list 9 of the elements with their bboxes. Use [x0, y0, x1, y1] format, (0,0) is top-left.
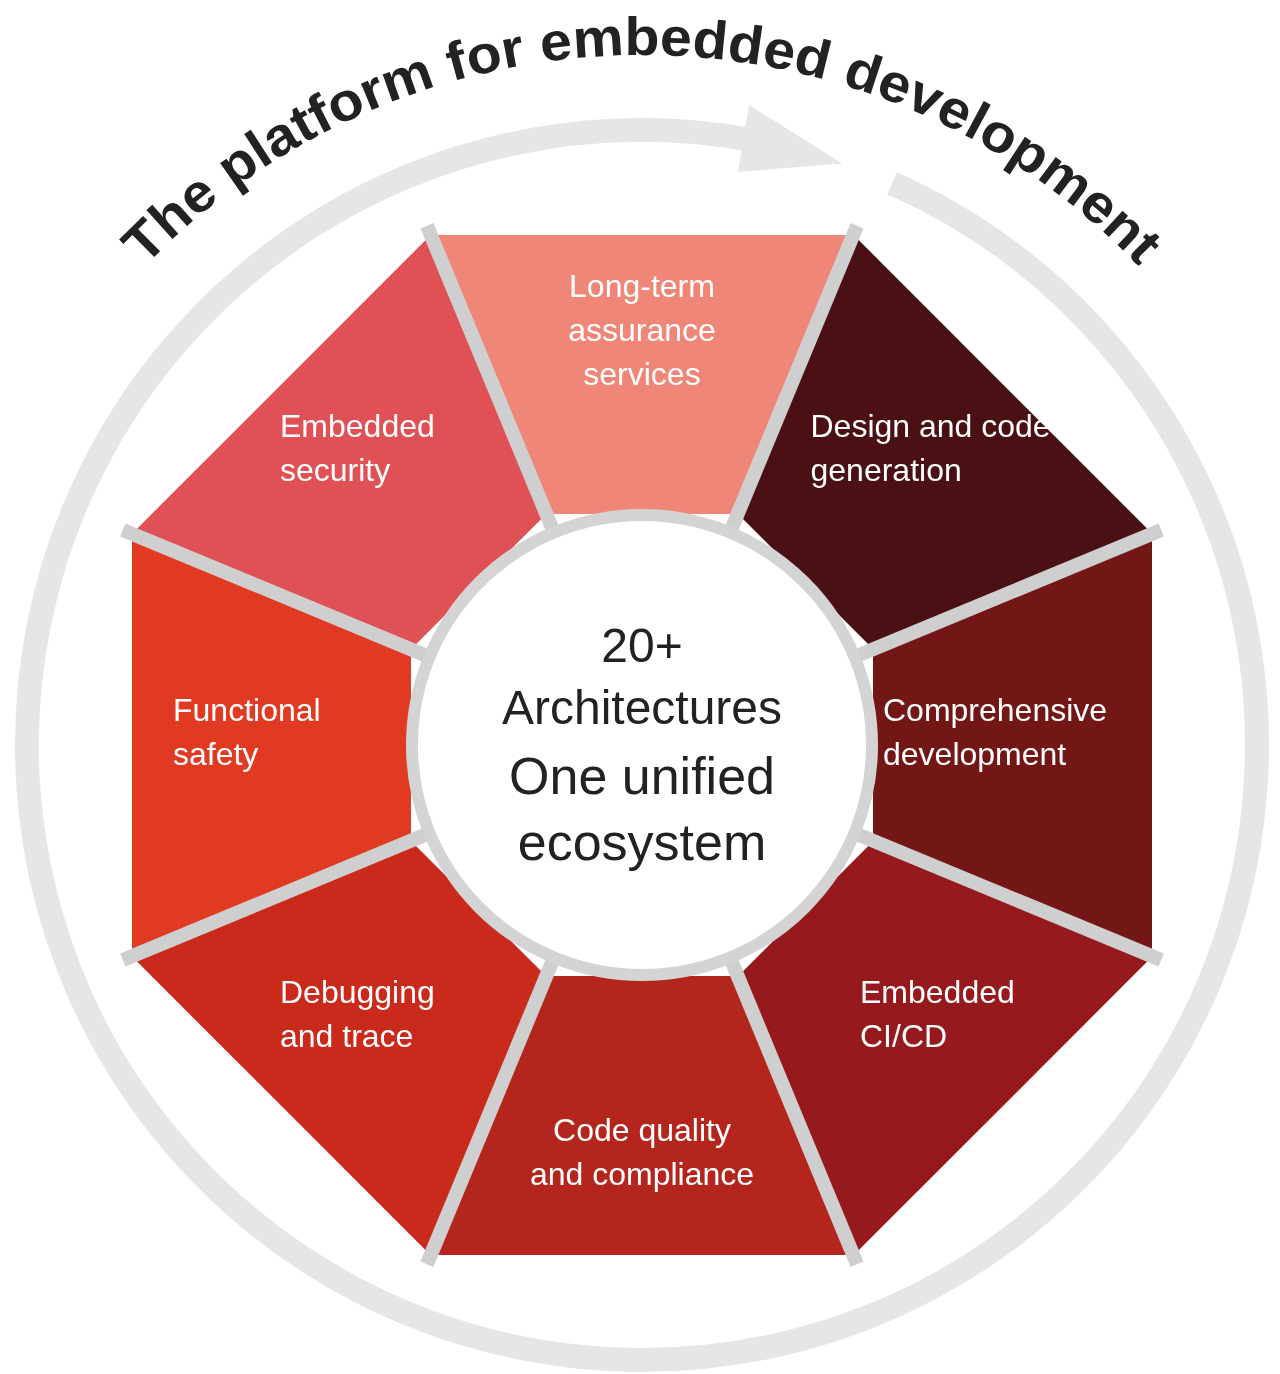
segment-label: Embedded security: [280, 407, 436, 490]
center-text: One unified ecosystem: [508, 746, 776, 873]
segment-label: Debugging and trace: [280, 973, 436, 1056]
segment-label: Embedded CI/CD: [860, 973, 1016, 1056]
center-text: 20+ Architectures: [500, 618, 784, 736]
segment-label: Comprehensive development: [883, 691, 1109, 774]
segment-label: Code quality and compliance: [528, 1111, 756, 1194]
segment-label: Long-term assurance services: [567, 267, 717, 394]
segment-label: Functional safety: [173, 691, 322, 774]
